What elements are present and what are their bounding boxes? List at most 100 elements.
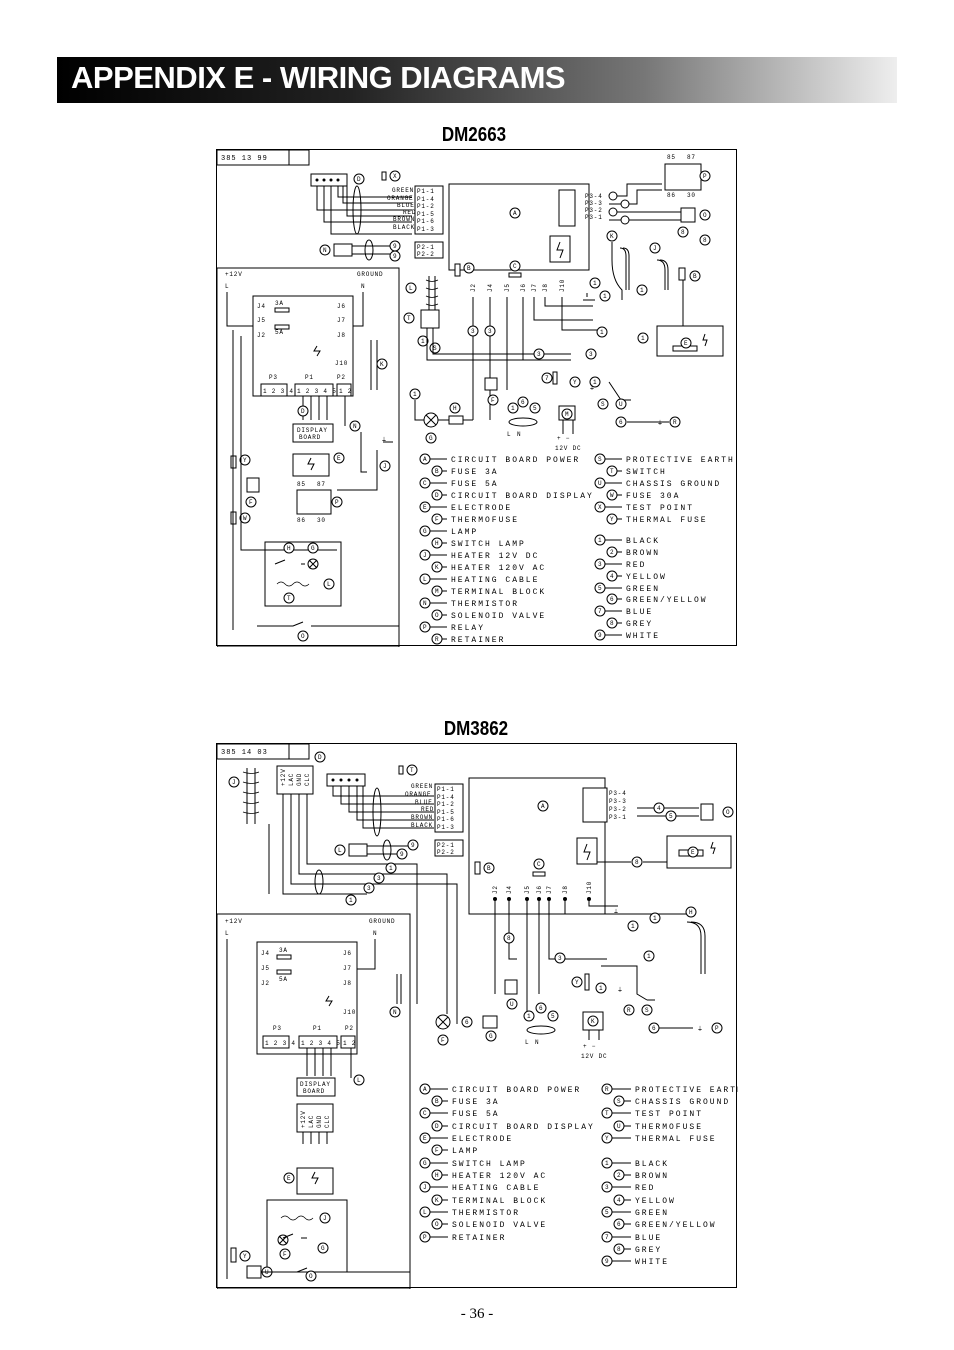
svg-text:P1-1: P1-1 — [437, 786, 455, 793]
display-board-d — [252, 295, 354, 397]
svg-text:5A: 5A — [275, 329, 284, 336]
svg-text:3A: 3A — [275, 300, 284, 307]
relay — [664, 163, 702, 191]
svg-text:P3: P3 — [269, 374, 278, 381]
svg-text:1: 1 — [421, 338, 425, 345]
svg-text:9: 9 — [400, 851, 404, 858]
svg-text:J7: J7 — [343, 965, 352, 972]
svg-text:T: T — [287, 595, 291, 602]
svg-text:P2-2: P2-2 — [417, 251, 435, 258]
svg-text:6: 6 — [617, 1221, 621, 1228]
svg-text:1: 1 — [605, 1160, 609, 1167]
svg-text:9: 9 — [411, 842, 415, 849]
svg-text:J10: J10 — [343, 1009, 356, 1016]
svg-text:J: J — [383, 463, 387, 470]
svg-text:J8: J8 — [562, 885, 569, 894]
svg-text:B: B — [435, 468, 439, 475]
svg-text:1: 1 — [349, 897, 353, 904]
svg-text:P1-3: P1-3 — [437, 824, 455, 831]
svg-text:HEATING CABLE: HEATING CABLE — [452, 1184, 540, 1193]
svg-text:9: 9 — [393, 253, 397, 260]
svg-text:TERMINAL BLOCK: TERMINAL BLOCK — [452, 1197, 547, 1206]
svg-text:P3-3: P3-3 — [609, 798, 627, 805]
part-number: 385 14 03 — [221, 749, 268, 757]
svg-text:RETAINER: RETAINER — [451, 636, 505, 645]
svg-text:J4: J4 — [506, 885, 513, 894]
svg-text:5: 5 — [598, 585, 602, 592]
svg-text:B: B — [435, 1098, 439, 1105]
svg-text:1: 1 — [511, 405, 515, 412]
svg-text:7: 7 — [598, 608, 602, 615]
svg-text:30: 30 — [687, 192, 696, 199]
svg-text:P2-2: P2-2 — [437, 849, 455, 856]
svg-text:1: 1 — [647, 953, 651, 960]
svg-text:P1-6: P1-6 — [417, 218, 435, 225]
svg-text:J: J — [232, 779, 236, 786]
svg-text:D: D — [301, 408, 305, 415]
svg-text:L: L — [423, 576, 427, 583]
svg-text:O: O — [726, 809, 730, 816]
svg-text:J2: J2 — [261, 980, 270, 987]
svg-text:U: U — [619, 401, 623, 408]
svg-text:J7: J7 — [546, 885, 553, 894]
svg-text:+ −: + − — [583, 1043, 596, 1050]
svg-text:1: 1 — [603, 293, 607, 300]
svg-text:A: A — [423, 1086, 427, 1093]
svg-text:1 2 3 4 5 6: 1 2 3 4 5 6 — [301, 1040, 349, 1047]
svg-text:O: O — [301, 633, 305, 640]
svg-text:SOLENOID VALVE: SOLENOID VALVE — [452, 1221, 547, 1230]
svg-text:BLACK: BLACK — [411, 822, 433, 829]
svg-text:85: 85 — [297, 481, 306, 488]
display-board-d — [256, 941, 358, 1055]
svg-text:THERMISTOR: THERMISTOR — [452, 1209, 520, 1218]
svg-text:BLACK: BLACK — [626, 537, 660, 546]
svg-text:3A: 3A — [279, 947, 288, 954]
dc-label: 12V DC — [555, 445, 581, 452]
svg-text:U: U — [617, 1123, 621, 1130]
svg-text:1: 1 — [593, 280, 597, 287]
svg-text:CIRCUIT BOARD POWER: CIRCUIT BOARD POWER — [451, 456, 580, 465]
svg-text:J4: J4 — [261, 950, 270, 957]
svg-text:S: S — [645, 1007, 649, 1014]
svg-text:P2: P2 — [337, 374, 346, 381]
svg-text:H: H — [689, 909, 693, 916]
svg-text:T: T — [407, 315, 411, 322]
svg-text:F: F — [435, 516, 439, 523]
part-number: 385 13 99 — [221, 155, 268, 163]
svg-text:G: G — [423, 1160, 427, 1167]
svg-text:N: N — [373, 930, 377, 937]
svg-text:J5: J5 — [257, 317, 266, 324]
svg-text:SWITCH LAMP: SWITCH LAMP — [451, 540, 526, 549]
svg-text:J8: J8 — [542, 283, 549, 292]
svg-text:8: 8 — [681, 229, 685, 236]
svg-text:D: D — [357, 176, 361, 183]
svg-text:J5: J5 — [524, 885, 531, 894]
p3-pin-labels: P3-4 P3-3 P3-2 P3-1 — [585, 193, 602, 221]
svg-text:S: S — [601, 401, 605, 408]
wiring-diagram-dm2663: 385 13 99 D X GREEN ORANGE BLUE RED BROW… — [216, 149, 737, 647]
svg-text:CIRCUIT BOARD DISPLAY: CIRCUIT BOARD DISPLAY — [452, 1123, 595, 1132]
svg-text:J6: J6 — [343, 950, 352, 957]
svg-text:GREEN: GREEN — [626, 585, 660, 594]
part-number-box — [217, 744, 310, 760]
svg-text:RED: RED — [626, 561, 646, 570]
svg-text:BROWN: BROWN — [393, 216, 415, 223]
svg-text:GROUND: GROUND — [357, 271, 383, 278]
svg-text:BLUE: BLUE — [415, 799, 433, 806]
svg-text:4: 4 — [610, 573, 614, 580]
svg-text:H: H — [453, 405, 457, 412]
svg-text:6: 6 — [539, 1005, 543, 1012]
svg-text:Y: Y — [605, 1135, 609, 1142]
svg-text:B: B — [487, 865, 491, 872]
diagram-1-title: DM2663 — [441, 124, 507, 146]
svg-text:+12V: +12V — [300, 1110, 307, 1128]
svg-text:W: W — [610, 492, 614, 499]
svg-text:H: H — [435, 540, 439, 547]
svg-text:F: F — [283, 1251, 287, 1258]
svg-text:HEATING CABLE: HEATING CABLE — [451, 576, 539, 585]
svg-text:1: 1 — [640, 287, 644, 294]
svg-text:1: 1 — [527, 1013, 531, 1020]
svg-text:L: L — [507, 431, 511, 438]
svg-text:YELLOW: YELLOW — [626, 573, 667, 582]
